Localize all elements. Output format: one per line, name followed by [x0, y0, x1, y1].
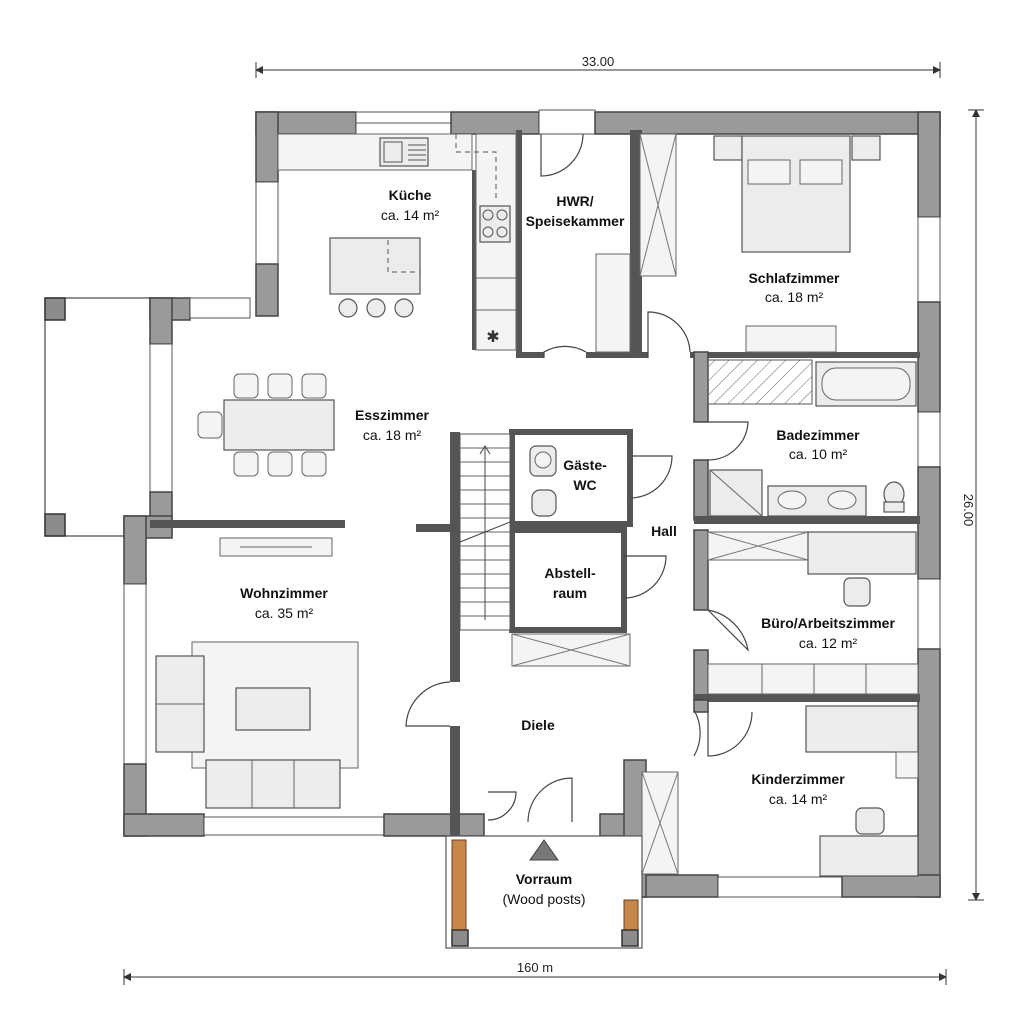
dimension-bottom: 160 m [123, 960, 947, 985]
label-vorraum: Vorraum [516, 871, 573, 887]
label-diele: Diele [521, 717, 555, 733]
vorraum-porch [445, 835, 643, 949]
area-kinderzimmer: ca. 14 m² [769, 791, 828, 807]
area-badezimmer: ca. 10 m² [789, 446, 848, 462]
storage-furniture [511, 555, 667, 667]
label-schlafzimmer: Schlafzimmer [748, 270, 840, 286]
label-abstellraum-line2: raum [553, 585, 587, 601]
area-buero: ca. 12 m² [799, 635, 858, 651]
bedroom-furniture [639, 133, 881, 353]
hallway-doors [487, 709, 701, 823]
dining-furniture [197, 373, 335, 477]
office-furniture [707, 531, 919, 695]
staircase [459, 433, 511, 631]
label-abstellraum-line1: Abstell- [544, 565, 596, 581]
area-esszimmer: ca. 18 m² [363, 427, 422, 443]
label-gaeste-wc-line2: WC [573, 477, 596, 493]
note-vorraum: (Wood posts) [503, 891, 586, 907]
label-kinderzimmer: Kinderzimmer [751, 771, 845, 787]
dimension-top-label: 33.00 [582, 54, 615, 69]
label-buero: Büro/Arbeitszimmer [761, 615, 895, 631]
label-hwr-line2: Speisekammer [526, 213, 625, 229]
kids-room-furniture [641, 705, 919, 877]
area-kueche: ca. 14 m² [381, 207, 440, 223]
interior-walls [150, 130, 920, 836]
label-gaeste-wc-line1: Gäste- [563, 457, 607, 473]
label-badezimmer: Badezimmer [776, 427, 860, 443]
kitchen-furniture: ✱ [277, 133, 517, 351]
dimension-bottom-label: 160 m [517, 960, 553, 975]
bathroom-furniture [707, 359, 917, 517]
dimension-right: 26.00 [961, 109, 984, 901]
label-wohnzimmer: Wohnzimmer [240, 585, 328, 601]
label-hwr-line1: HWR/ [556, 193, 593, 209]
dimension-top: 33.00 [255, 54, 941, 78]
living-furniture [155, 537, 451, 809]
area-wohnzimmer: ca. 35 m² [255, 605, 314, 621]
svg-text:✱: ✱ [486, 327, 499, 346]
hwr-furniture [540, 133, 691, 358]
label-kueche: Küche [389, 187, 432, 203]
label-esszimmer: Esszimmer [355, 407, 429, 423]
area-schlafzimmer: ca. 18 m² [765, 289, 824, 305]
guest-wc-furniture [529, 445, 673, 517]
exterior-walls [123, 109, 941, 898]
dimension-right-label: 26.00 [961, 494, 976, 527]
label-hall: Hall [651, 523, 677, 539]
room-labels: Küche ca. 14 m² HWR/ Speisekammer Schlaf… [240, 187, 895, 907]
terrace [44, 297, 158, 537]
